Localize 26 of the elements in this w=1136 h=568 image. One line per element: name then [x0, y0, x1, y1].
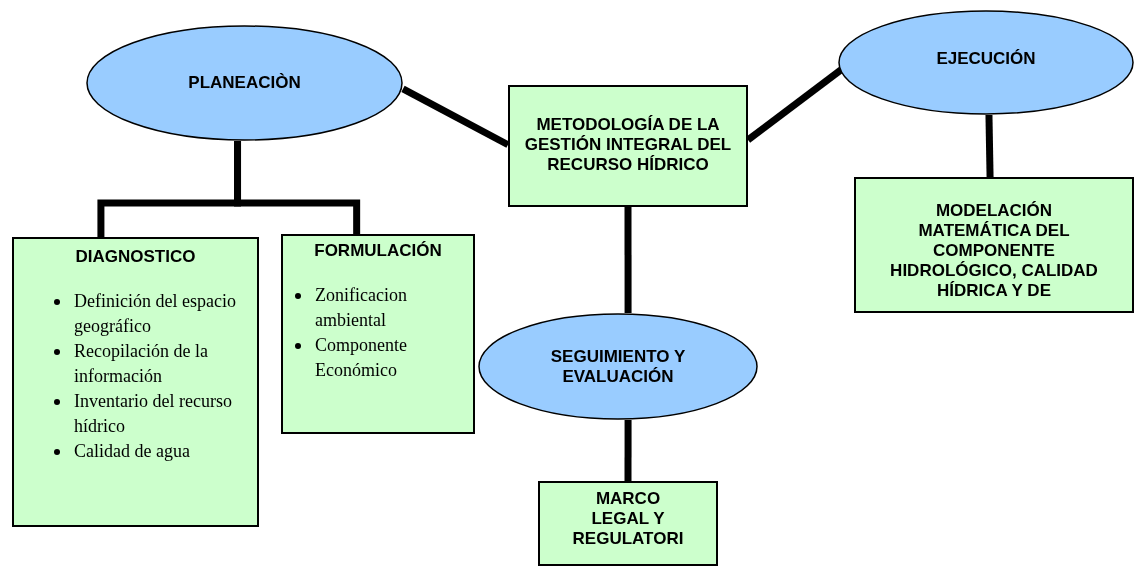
- list-item-text: Definición del espacio geográfico: [74, 290, 237, 338]
- node-title: FORMULACIÓN: [314, 241, 442, 261]
- list-item-text: Inventario del recurso hídrico: [74, 390, 233, 438]
- node-title: DIAGNOSTICO: [75, 247, 196, 267]
- list-item-text: Recopilación de la información: [74, 340, 209, 388]
- ellipse-node: [86, 25, 403, 141]
- process-box: [854, 177, 1134, 313]
- list-item-text: Calidad de agua: [74, 440, 191, 463]
- process-box: [508, 85, 748, 207]
- node-title: PLANEACIÒN: [187, 73, 302, 93]
- ellipse-node: [478, 313, 758, 420]
- list-item-text: Zonificacion ambiental: [315, 284, 408, 332]
- process-box: [12, 237, 259, 527]
- process-box: [538, 481, 718, 566]
- node-title: MODELACIÓN MATEMÁTICA DEL COMPONENTE HIDROLÓGICO, CALIDAD HÍDRICA Y DE: [889, 201, 1099, 301]
- node-title: EJECUCIÓN: [935, 48, 1037, 69]
- list-item-text: Componente Económico: [315, 334, 408, 382]
- connector-line: [401, 85, 510, 148]
- connector-line: [985, 114, 994, 178]
- process-box: [281, 234, 475, 434]
- connector-line: [624, 207, 632, 313]
- connector-line: [624, 420, 632, 481]
- node-title: METODOLOGÍA DE LA GESTIÓN INTEGRAL DEL RECURSO HÍDRICO: [523, 115, 733, 175]
- node-title: MARCO LEGAL Y REGULATORI: [571, 489, 685, 549]
- node-title: SEGUIMIENTO Y EVALUACIÓN: [549, 346, 687, 387]
- ellipse-node: [838, 10, 1134, 115]
